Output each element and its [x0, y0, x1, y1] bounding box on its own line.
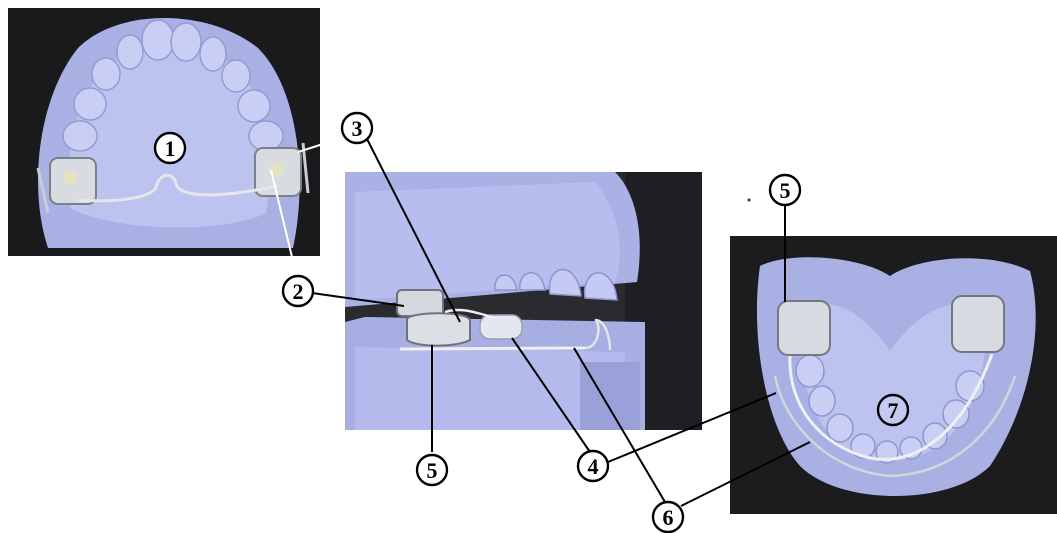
- callout-4: 4: [578, 451, 608, 481]
- lower-left-band: [778, 301, 830, 355]
- upper-arch-photo: [8, 8, 320, 256]
- callout-label: 2: [293, 279, 304, 304]
- lower-arch-photo: [730, 236, 1057, 514]
- callout-label: 4: [588, 454, 599, 479]
- callout-label: 3: [352, 116, 363, 141]
- callout-label: 5: [780, 178, 791, 203]
- callout-3: 3: [342, 113, 372, 143]
- bracket: [480, 315, 522, 339]
- callout-2: 2: [283, 276, 313, 306]
- callout-circle: [578, 451, 608, 481]
- callout-6: 6: [653, 502, 683, 532]
- callout-5-side: 5: [417, 455, 447, 485]
- callout-label: 6: [663, 505, 674, 530]
- callout-circle: [283, 276, 313, 306]
- lower-band: [407, 313, 470, 345]
- callout-label: 5: [427, 458, 438, 483]
- callout-5-lower: 5: [770, 175, 800, 205]
- stray-dot: [748, 199, 751, 202]
- callout-circle: [770, 175, 800, 205]
- callout-circle: [417, 455, 447, 485]
- upper-band: [397, 290, 443, 316]
- side-view-photo: [345, 172, 702, 430]
- callout-circle: [342, 113, 372, 143]
- lingual-arch-wire: [400, 348, 585, 349]
- lower-right-band: [952, 296, 1004, 352]
- callout-circle: [653, 502, 683, 532]
